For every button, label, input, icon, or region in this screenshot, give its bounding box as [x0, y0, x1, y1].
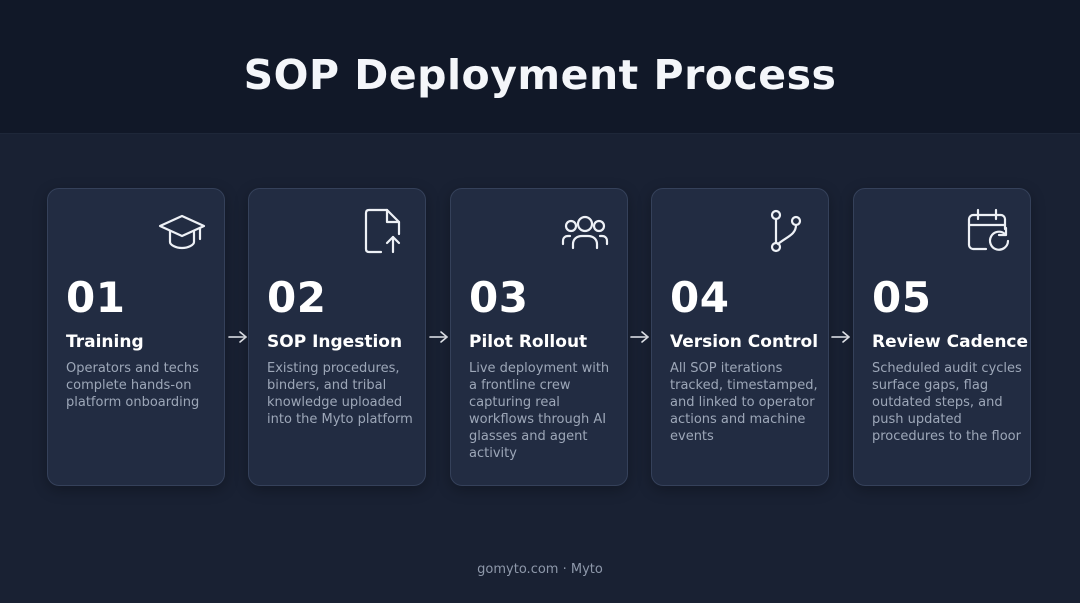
step-card-sop-ingestion: 02 SOP Ingestion Existing procedures, bi…	[248, 188, 426, 486]
git-branch-icon	[762, 207, 810, 255]
arrow-right-icon	[630, 329, 650, 345]
page-title: SOP Deployment Process	[243, 51, 837, 99]
step-title: Training	[66, 332, 144, 352]
step-number: 02	[267, 273, 327, 322]
header-bar	[0, 0, 1080, 134]
arrow-right-icon	[228, 329, 248, 345]
step-card-review-cadence: 05 Review Cadence Scheduled audit cycles…	[853, 188, 1031, 486]
step-description: Live deployment with a frontline crew ca…	[469, 361, 610, 461]
arrow-right-icon	[831, 329, 851, 345]
users-icon	[561, 207, 609, 255]
step-description: Existing procedures, binders, and tribal…	[267, 361, 413, 427]
step-card-pilot-rollout: 03 Pilot Rollout Live deployment with a …	[450, 188, 628, 486]
step-card-training: 01 Training Operators and techs complete…	[47, 188, 225, 486]
arrow-right-icon	[429, 329, 449, 345]
step-number: 03	[469, 273, 529, 322]
step-number: 05	[872, 273, 932, 322]
step-title: Version Control	[670, 332, 819, 352]
step-title: Pilot Rollout	[469, 332, 588, 352]
step-description: All SOP iterations tracked, timestamped,…	[670, 361, 818, 444]
step-title: Review Cadence	[872, 332, 1029, 352]
step-number: 01	[66, 273, 126, 322]
step-description: Scheduled audit cycles surface gaps, fla…	[872, 361, 1022, 444]
step-number: 04	[670, 273, 730, 322]
step-card-version-control: 04 Version Control All SOP iterations tr…	[651, 188, 829, 486]
footer-credit: gomyto.com · Myto	[477, 562, 603, 577]
step-description: Operators and techs complete hands-on pl…	[66, 361, 200, 410]
step-title: SOP Ingestion	[267, 332, 403, 352]
file-upload-icon	[359, 207, 407, 255]
calendar-refresh-icon	[964, 207, 1012, 255]
graduation-cap-icon	[158, 207, 206, 255]
